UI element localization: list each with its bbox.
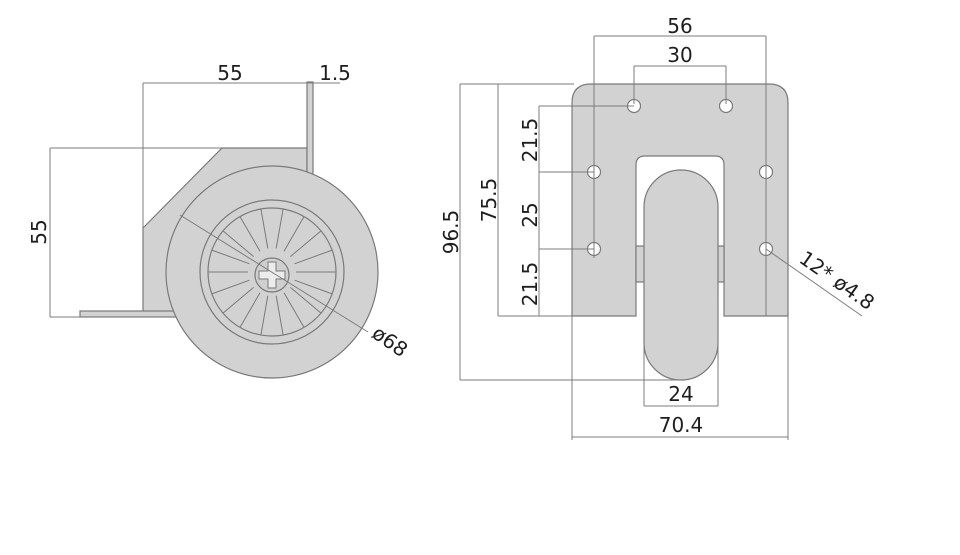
- front-outer-width-label: 56: [667, 14, 692, 38]
- wheel-spoke: [239, 292, 261, 328]
- front-mounting-plate: [571, 83, 789, 317]
- front-inner-width-label: 30: [667, 43, 692, 67]
- wheel-spoke: [222, 230, 254, 257]
- wheel-spoke: [275, 295, 284, 336]
- side-width-label: 55: [217, 61, 242, 85]
- wheel-spoke: [290, 230, 322, 257]
- wheel-spoke: [283, 292, 305, 328]
- wheel-spoke: [294, 249, 333, 265]
- front-view: 56 30 96.5 75.5 21.5 25 21.5 12* ø4.8 24…: [439, 14, 879, 440]
- wheel-spoke: [260, 295, 269, 336]
- wheel-spoke: [290, 287, 322, 314]
- hole-spacing-top-label: 21.5: [518, 118, 542, 163]
- wheel-width-label: 24: [668, 382, 693, 406]
- wheel-diameter-label: ø68: [368, 321, 413, 362]
- side-thickness-label: 1.5: [319, 61, 351, 85]
- wheel-spoke: [275, 208, 284, 249]
- axle-screw-icon: [258, 261, 286, 289]
- front-total-height-label: 96.5: [439, 210, 463, 255]
- front-wheel: [643, 169, 719, 381]
- wheel-spoke: [260, 208, 269, 249]
- plate-width-label: 70.4: [659, 413, 704, 437]
- front-plate-height-label: 75.5: [477, 178, 501, 223]
- wheel-spoke: [211, 249, 250, 265]
- holes-leader: [765, 248, 863, 317]
- wheel-spoke: [211, 279, 250, 295]
- side-wheel-spokes: [208, 208, 336, 336]
- wheel-diameter-leader: [179, 214, 369, 333]
- holes-label: 12* ø4.8: [795, 246, 879, 315]
- wheel-spoke: [239, 216, 261, 252]
- side-wheel-rim: [199, 199, 345, 345]
- wheel-spoke: [283, 216, 305, 252]
- side-view: 55 1.5 55 ø68: [27, 61, 413, 379]
- hole-spacing-bottom-label: 21.5: [518, 262, 542, 307]
- wheel-spoke: [294, 279, 333, 295]
- wheel-spoke: [222, 287, 254, 314]
- hole-spacing-middle-label: 25: [518, 202, 542, 227]
- side-height-label: 55: [27, 219, 51, 244]
